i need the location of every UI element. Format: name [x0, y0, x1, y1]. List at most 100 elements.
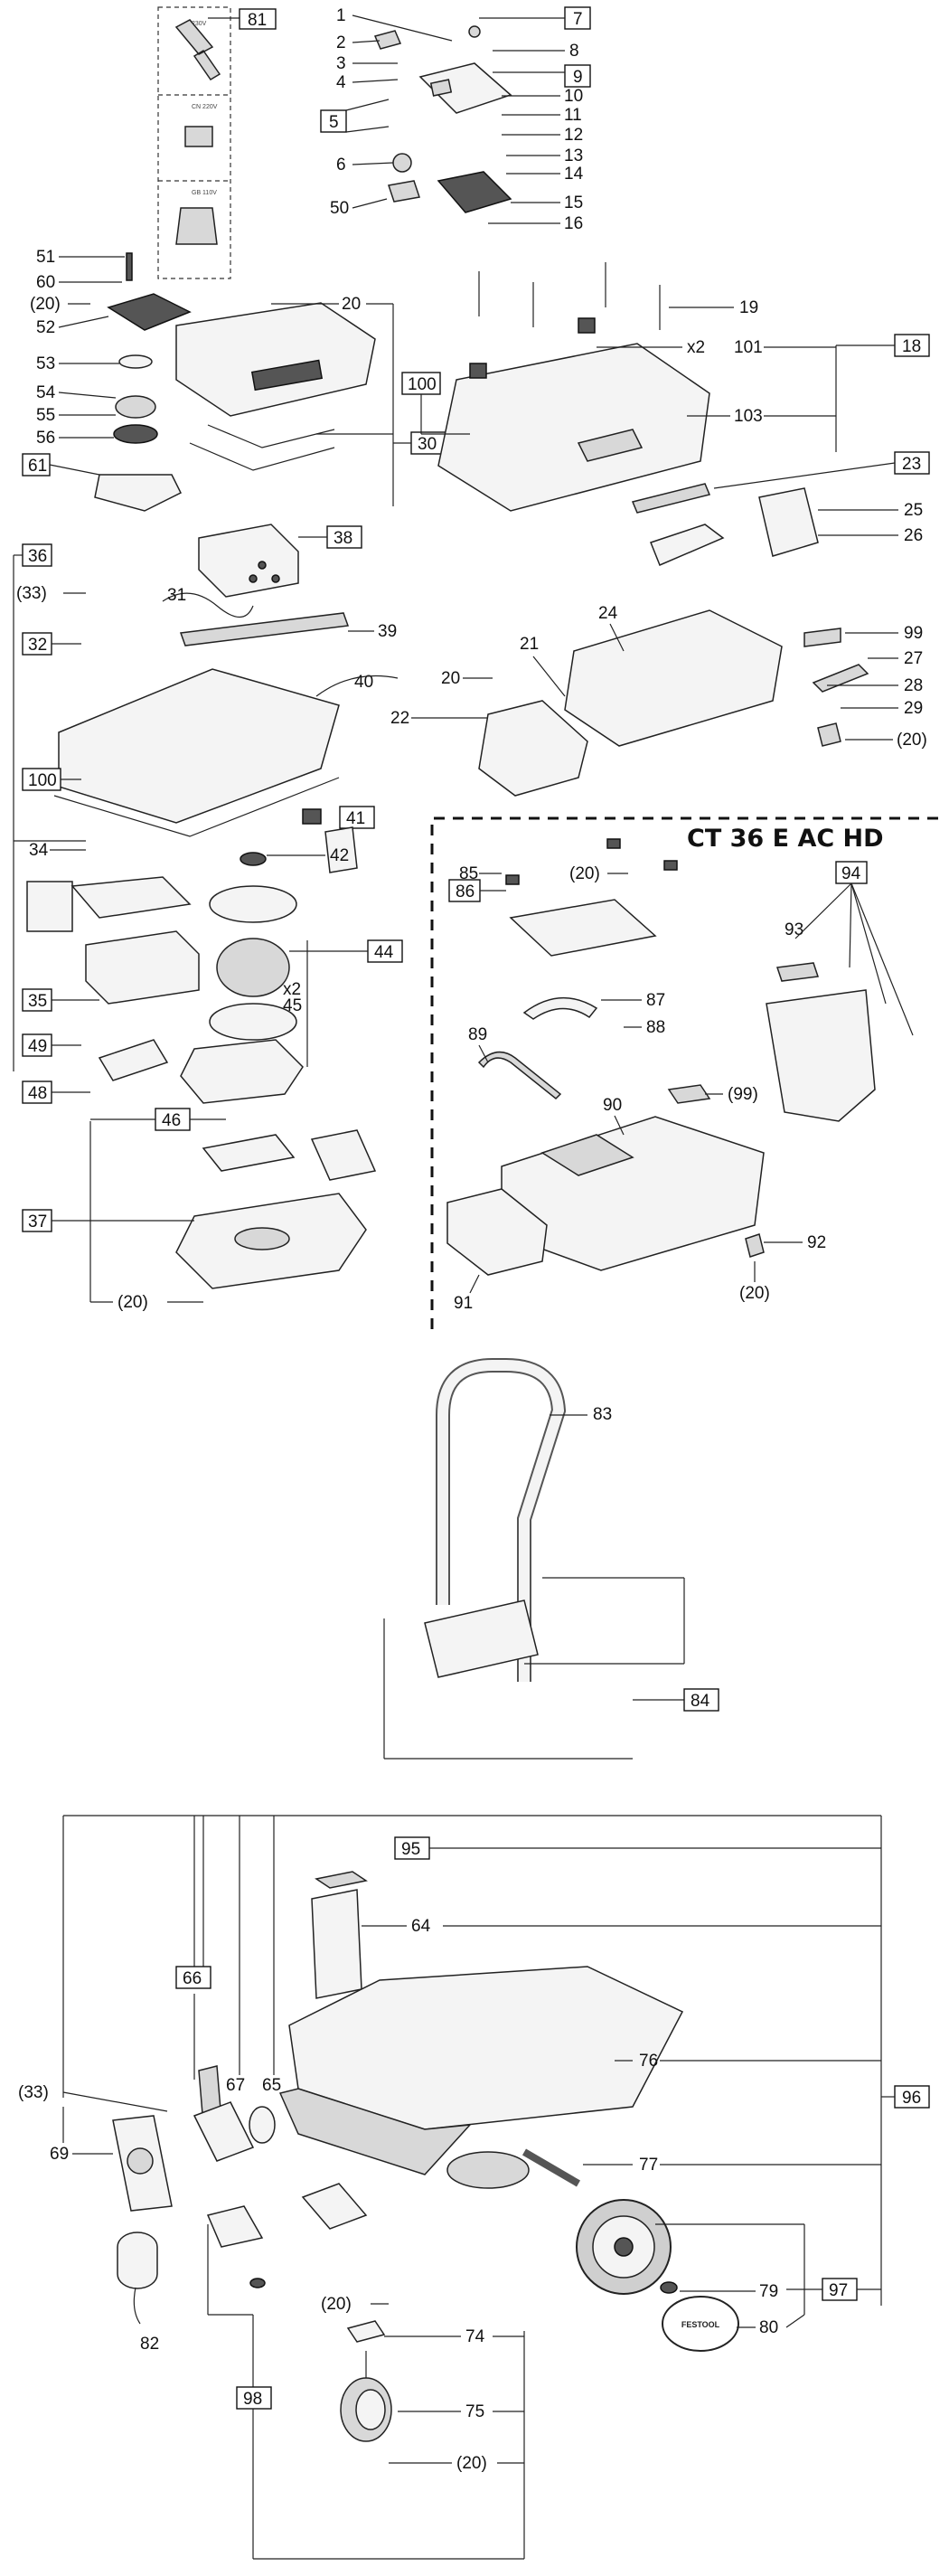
bayonet-base-icon: [94, 474, 183, 512]
button-cap-icon: [373, 30, 402, 50]
hose-holder-icon: [758, 487, 819, 557]
callout-29: 29: [904, 699, 923, 718]
hose-connector-icon: [812, 664, 869, 693]
variant-220v-label: CN 220V: [192, 104, 218, 110]
callout-30: 30: [418, 435, 437, 454]
callout-20-g: (20): [739, 1284, 770, 1303]
button-cap-lower-icon: [388, 180, 420, 203]
callout-35: 35: [28, 992, 47, 1011]
callout-93: 93: [785, 920, 803, 939]
o-ring-icon: [118, 354, 153, 369]
seal-ring-icon: [113, 424, 158, 444]
callout-box-98: [236, 2386, 272, 2410]
callout-87: 87: [646, 991, 665, 1010]
control-callouts: 1 2 3 4 5 6 50 7 8 9 10 11: [320, 6, 591, 233]
handle-arc-icon: [522, 997, 598, 1020]
wheel-clip-icon: [660, 2281, 678, 2294]
callout-81: 81: [248, 11, 267, 30]
lock-plate-icon: [206, 2205, 264, 2248]
callout-12: 12: [564, 126, 583, 145]
brand-logo: FESTOOL: [681, 2320, 720, 2329]
callout-83: 83: [593, 1405, 612, 1424]
callout-box-100-b: [22, 768, 61, 791]
bracket-icon: [98, 1039, 169, 1081]
callout-79: 79: [759, 2282, 778, 2301]
callout-52: 52: [36, 318, 55, 337]
callout-61: 61: [28, 457, 47, 476]
variant-dashed-box: [157, 6, 231, 279]
tank-group: 95 64 76 96 77 FESTOOL 79 80: [18, 1815, 930, 2560]
callout-20-a: 20: [342, 295, 361, 314]
callout-75: 75: [465, 2402, 484, 2421]
callout-85: 85: [459, 864, 478, 883]
callout-53: 53: [36, 354, 55, 373]
variant-230v-label: 230V: [192, 21, 207, 27]
callout-94: 94: [841, 864, 861, 883]
callout-20-b: 20: [441, 669, 460, 688]
callout-box-38: [326, 525, 362, 549]
callout-box-49: [22, 1033, 52, 1057]
ct36-group: 85 (20) 86 87 88 89 (99) 90 91 92 (20) 9…: [446, 838, 914, 1313]
callout-101: 101: [734, 338, 763, 357]
tray-group: 24 21 20 22 99 27 28 29 (20): [390, 604, 927, 797]
foot-guide-icon: [301, 2183, 368, 2230]
valve-seat-icon: [115, 395, 156, 419]
callout-65: 65: [262, 2076, 281, 2095]
foam-insert-icon: [202, 1134, 296, 1172]
callout-2: 2: [336, 33, 346, 52]
label-sticker-icon: [667, 1084, 711, 1104]
knob-icon: [392, 153, 412, 173]
callout-49: 49: [28, 1037, 47, 1056]
callout-66: 66: [183, 1969, 202, 1988]
callout-16: 16: [564, 214, 583, 233]
top-frame-icon: [509, 899, 657, 957]
callout-91: 91: [454, 1294, 473, 1313]
callout-7: 7: [573, 10, 583, 29]
callout-box-32: [22, 632, 52, 656]
filter-grille-icon: [250, 359, 324, 392]
callout-box-86: [448, 879, 481, 902]
lid-clip-left-icon: [469, 363, 487, 379]
callout-24: 24: [598, 604, 618, 623]
cyclone-inlet-icon: [193, 2101, 255, 2162]
callout-box-48: [22, 1080, 52, 1104]
callout-34: 34: [29, 841, 49, 860]
manual-booklet-icon: [26, 881, 73, 932]
motor-head-group: 20 30 51 60 (20) 52 53 54 55 56 61: [22, 248, 446, 512]
callout-11: 11: [564, 106, 582, 125]
foam-block-icon: [198, 524, 299, 598]
callout-28: 28: [904, 676, 923, 695]
tank-lower-icon: [278, 2088, 472, 2175]
callout-18: 18: [902, 337, 921, 356]
callout-77: 77: [639, 2156, 658, 2175]
cyclone-top-icon: [107, 293, 192, 331]
callout-99: 99: [904, 624, 923, 643]
gasket-bottom-icon: [209, 1003, 297, 1041]
callout-box-66: [175, 1966, 211, 1989]
electronic-module-icon: [324, 826, 358, 873]
gasket-top-icon: [209, 885, 297, 923]
rail-bar-icon: [477, 1051, 562, 1100]
callout-98: 98: [243, 2390, 262, 2409]
callout-84: 84: [691, 1692, 710, 1711]
motor-icon: [216, 938, 290, 997]
foam-pad-icon: [310, 1129, 377, 1181]
circuit-board-icon: [437, 171, 512, 213]
callout-box-44: [367, 939, 403, 963]
callout-9: 9: [573, 68, 583, 87]
callout-74: 74: [465, 2327, 485, 2346]
callout-56: 56: [36, 429, 55, 448]
callout-80: 80: [759, 2318, 778, 2337]
callout-box-7: [564, 6, 591, 30]
callout-96: 96: [902, 2089, 921, 2108]
callout-20-d: (20): [897, 731, 927, 750]
callout-box-5: [320, 109, 347, 133]
callout-33-a: (33): [16, 584, 47, 603]
lid-handle-icon: [577, 429, 644, 462]
callout-82: 82: [140, 2335, 159, 2354]
nut-icon: [240, 852, 267, 866]
lid-group: 19 x2 101 18 103 100: [401, 262, 930, 512]
filter-box-icon: [85, 930, 200, 1005]
callout-21: 21: [520, 635, 539, 654]
